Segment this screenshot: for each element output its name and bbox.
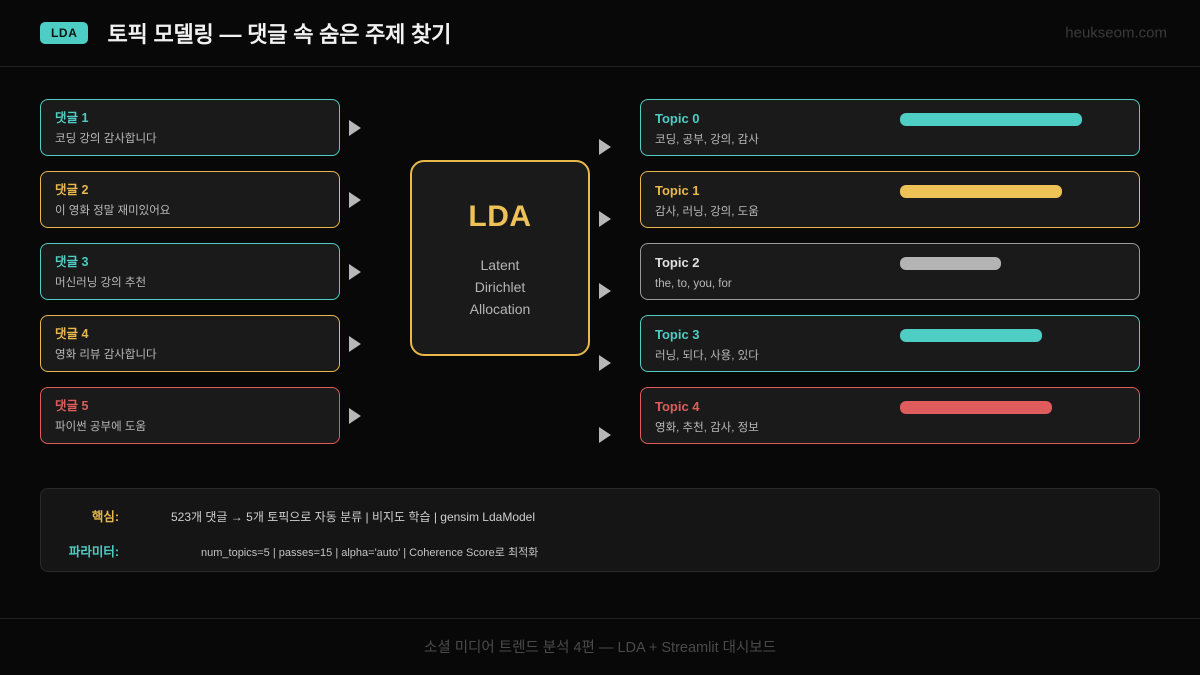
lda-word-dirichlet: Dirichlet — [474, 279, 526, 296]
flow-arrow-icon — [599, 139, 611, 155]
topic-title: Topic 3 — [655, 327, 700, 342]
topic-title: Topic 2 — [655, 255, 700, 270]
lda-word-latent: Latent — [480, 257, 520, 273]
comment-text: 이 영화 정말 재미있어요 — [55, 205, 171, 217]
slide-header: LDA 토픽 모델링 — 댓글 속 숨은 주제 찾기 heukseom.com — [0, 0, 1200, 67]
footer-divider — [0, 618, 1200, 619]
summary-row-params: 파라미터: num_topics=5 | passes=15 | alpha='… — [41, 541, 1159, 560]
comment-card: 댓글 2 이 영화 정말 재미있어요 — [40, 171, 340, 228]
comment-title: 댓글 4 — [55, 327, 89, 341]
topic-weight-bar — [900, 257, 1001, 270]
comment-title: 댓글 3 — [55, 255, 89, 269]
comment-text: 코딩 강의 감사합니다 — [55, 133, 157, 145]
topic-card: Topic 3 러닝, 되다, 사용, 있다 — [640, 315, 1140, 372]
flow-arrow-icon — [349, 120, 361, 136]
topic-title: Topic 4 — [655, 399, 700, 414]
topic-keywords: the, to, you, for — [655, 277, 732, 290]
topic-weight-bar — [900, 185, 1062, 198]
flow-arrow-icon — [599, 427, 611, 443]
lda-badge: LDA — [40, 22, 89, 44]
topics-column: Topic 0 코딩, 공부, 강의, 감사 Topic 1 감사, 러닝, 강… — [640, 99, 1140, 459]
comment-card: 댓글 1 코딩 강의 감사합니다 — [40, 99, 340, 156]
comment-card: 댓글 3 머신러닝 강의 추천 — [40, 243, 340, 300]
summary-key-value: 523개 댓글 → 5개 토픽으로 자동 분류 | 비지도 학습 | gensi… — [171, 510, 536, 524]
flow-arrow-icon — [599, 211, 611, 227]
comment-text: 파이썬 공부에 도움 — [55, 421, 147, 433]
topic-card: Topic 2 the, to, you, for — [640, 243, 1140, 300]
lda-expansion: Latent Dirichlet Allocation — [470, 254, 531, 320]
flow-arrow-icon — [599, 283, 611, 299]
flow-arrow-icon — [349, 336, 361, 352]
comment-text: 영화 리뷰 감사합니다 — [55, 349, 157, 361]
topic-weight-bar — [900, 401, 1052, 414]
comments-column: 댓글 1 코딩 강의 감사합니다 댓글 2 이 영화 정말 재미있어요 댓글 3… — [40, 99, 340, 459]
lda-model-box: LDA Latent Dirichlet Allocation — [410, 160, 590, 356]
summary-panel: 핵심: 523개 댓글 → 5개 토픽으로 자동 분류 | 비지도 학습 | g… — [40, 488, 1160, 572]
page-title: 토픽 모델링 — 댓글 속 숨은 주제 찾기 — [107, 22, 452, 47]
summary-row-key: 핵심: 523개 댓글 → 5개 토픽으로 자동 분류 | 비지도 학습 | g… — [41, 506, 1159, 525]
comment-text: 머신러닝 강의 추천 — [55, 277, 147, 289]
topic-keywords: 코딩, 공부, 강의, 감사 — [655, 133, 759, 146]
topic-card: Topic 0 코딩, 공부, 강의, 감사 — [640, 99, 1140, 156]
topic-card: Topic 4 영화, 추천, 감사, 정보 — [640, 387, 1140, 444]
lda-acronym: LDA — [468, 200, 532, 233]
comment-title: 댓글 1 — [55, 111, 89, 125]
flow-arrow-icon — [349, 264, 361, 280]
comment-title: 댓글 2 — [55, 183, 89, 197]
topic-weight-bar — [900, 329, 1042, 342]
summary-param-label: 파라미터: — [68, 545, 119, 559]
topic-keywords: 감사, 러닝, 강의, 도움 — [655, 205, 759, 218]
flow-arrow-icon — [599, 355, 611, 371]
flow-arrow-icon — [349, 192, 361, 208]
topic-title: Topic 1 — [655, 183, 700, 198]
comment-card: 댓글 4 영화 리뷰 감사합니다 — [40, 315, 340, 372]
topic-keywords: 러닝, 되다, 사용, 있다 — [655, 349, 759, 362]
topic-title: Topic 0 — [655, 111, 700, 126]
lda-word-allocation: Allocation — [469, 301, 531, 318]
comment-title: 댓글 5 — [55, 399, 89, 413]
footer-caption: 소셜 미디어 트렌드 분석 4편 — LDA + Streamlit 대시보드 — [423, 640, 776, 656]
flow-arrow-icon — [349, 408, 361, 424]
comment-card: 댓글 5 파이썬 공부에 도움 — [40, 387, 340, 444]
topic-weight-bar — [900, 113, 1082, 126]
summary-param-value: num_topics=5 | passes=15 | alpha='auto' … — [201, 547, 539, 559]
site-watermark: heukseom.com — [1065, 24, 1167, 42]
topic-keywords: 영화, 추천, 감사, 정보 — [655, 421, 759, 434]
summary-key-label: 핵심: — [91, 510, 119, 524]
topic-card: Topic 1 감사, 러닝, 강의, 도움 — [640, 171, 1140, 228]
